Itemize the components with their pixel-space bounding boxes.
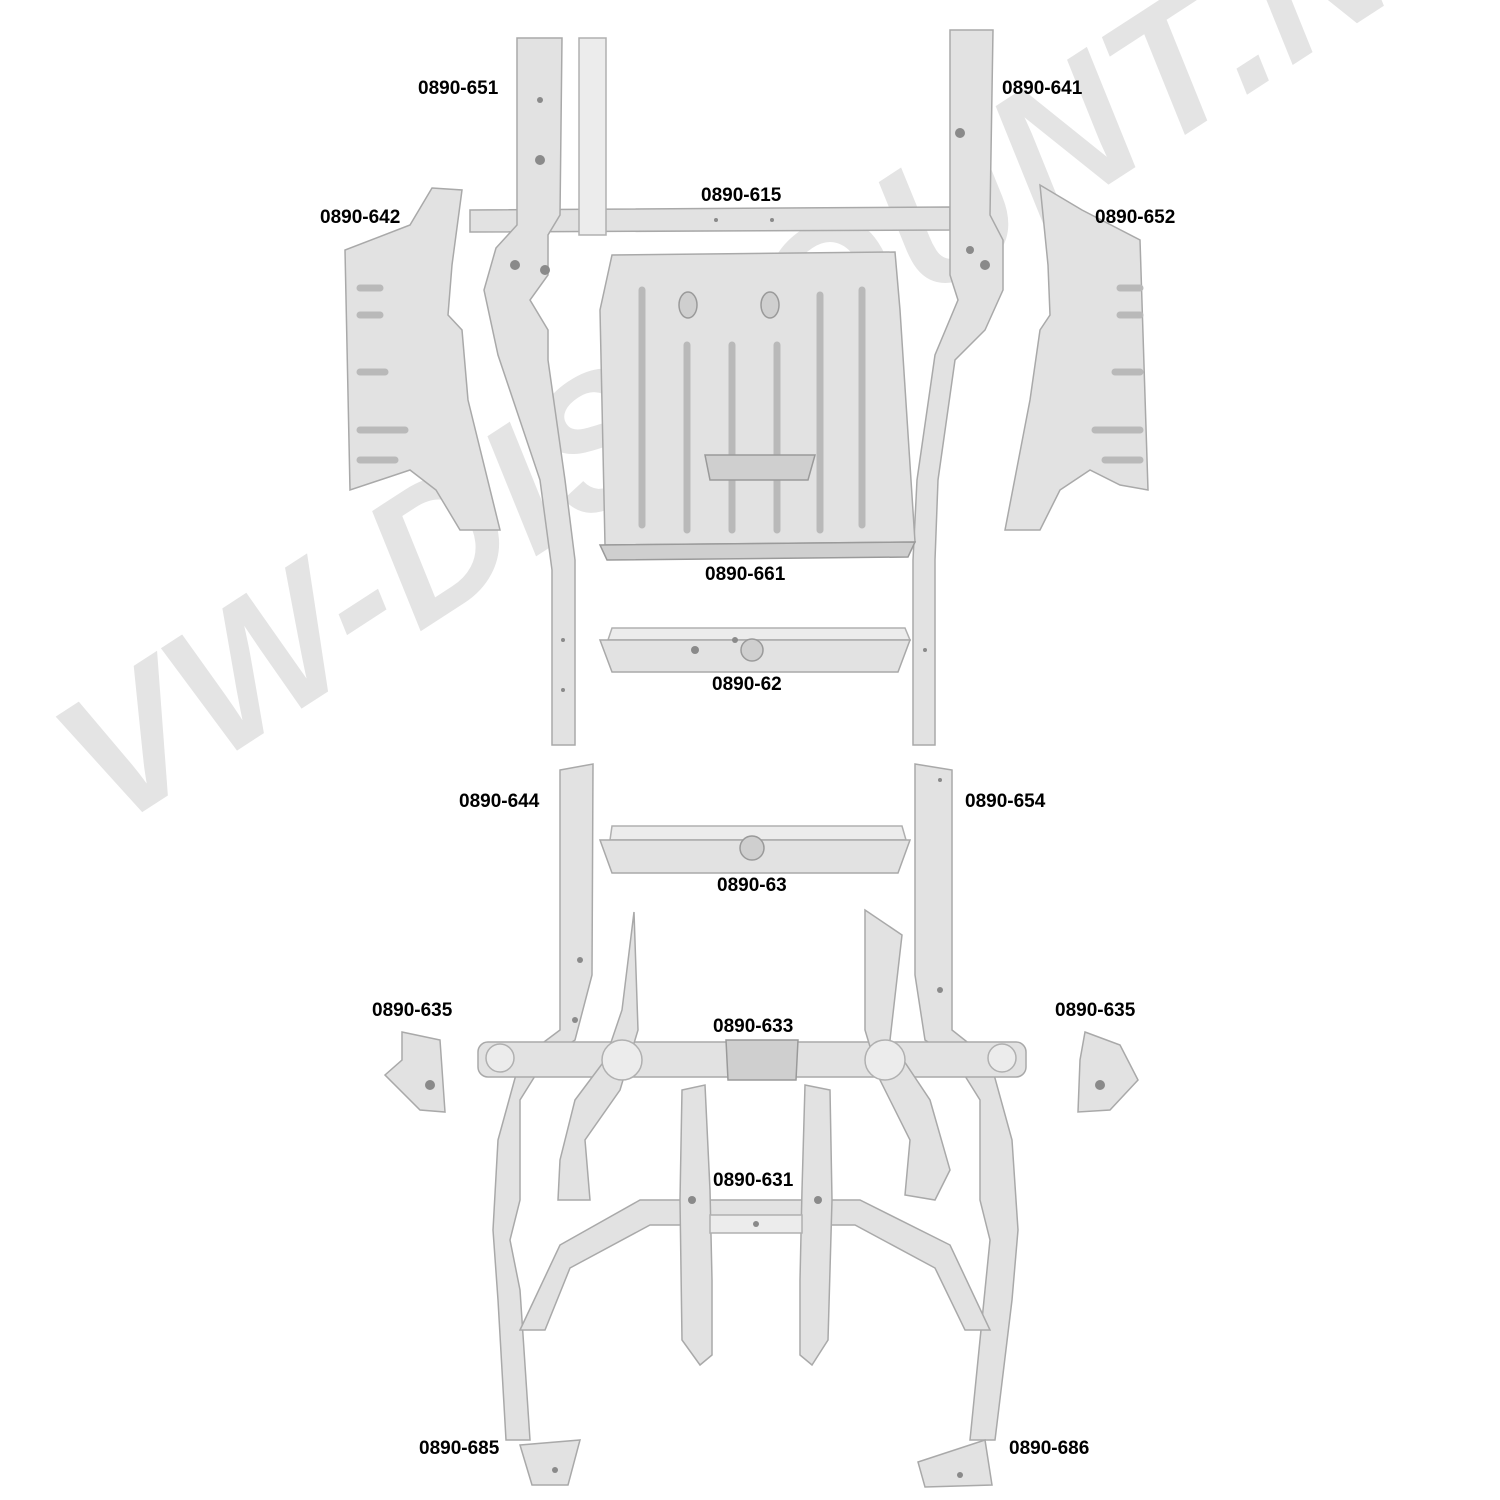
label-0890-644: 0890-644 — [459, 791, 540, 812]
part-floor-pan — [598, 251, 917, 561]
part-left-end-bracket — [519, 1439, 581, 1486]
part-right-wheel-arch — [1004, 183, 1149, 531]
part-crossmember-62 — [598, 627, 912, 673]
part-right-end-bracket — [917, 1439, 993, 1488]
part-trailing-arms — [679, 1084, 833, 1367]
label-0890-615: 0890-615 — [701, 185, 782, 206]
label-0890-685: 0890-685 — [419, 1438, 500, 1459]
label-0890-631: 0890-631 — [713, 1170, 794, 1191]
part-crossmember-63 — [598, 825, 912, 874]
part-right-front-leg — [912, 29, 1004, 746]
part-rear-cradle — [518, 1199, 992, 1331]
label-0890-642: 0890-642 — [320, 207, 401, 228]
label-0890-654: 0890-654 — [965, 791, 1046, 812]
label-0890-651: 0890-651 — [418, 78, 499, 99]
label-0890-652: 0890-652 — [1095, 207, 1176, 228]
label-0890-62: 0890-62 — [712, 674, 782, 695]
part-right-inner-arch — [864, 908, 951, 1201]
label-0890-63: 0890-63 — [717, 875, 787, 896]
part-left-bracket — [383, 1031, 446, 1113]
part-torsion-tube — [477, 1039, 1027, 1081]
part-left-front-leg — [483, 37, 607, 746]
part-left-mid-leg — [492, 763, 594, 1441]
part-left-inner-arch — [557, 911, 643, 1201]
part-right-bracket — [1077, 1030, 1139, 1113]
part-left-wheel-arch — [344, 187, 501, 531]
label-0890-633: 0890-633 — [713, 1016, 794, 1037]
label-0890-635-left: 0890-635 — [372, 1000, 453, 1021]
label-0890-641: 0890-641 — [1002, 78, 1083, 99]
label-0890-661: 0890-661 — [705, 564, 786, 585]
label-0890-686: 0890-686 — [1009, 1438, 1090, 1459]
label-0890-635-right: 0890-635 — [1055, 1000, 1136, 1021]
